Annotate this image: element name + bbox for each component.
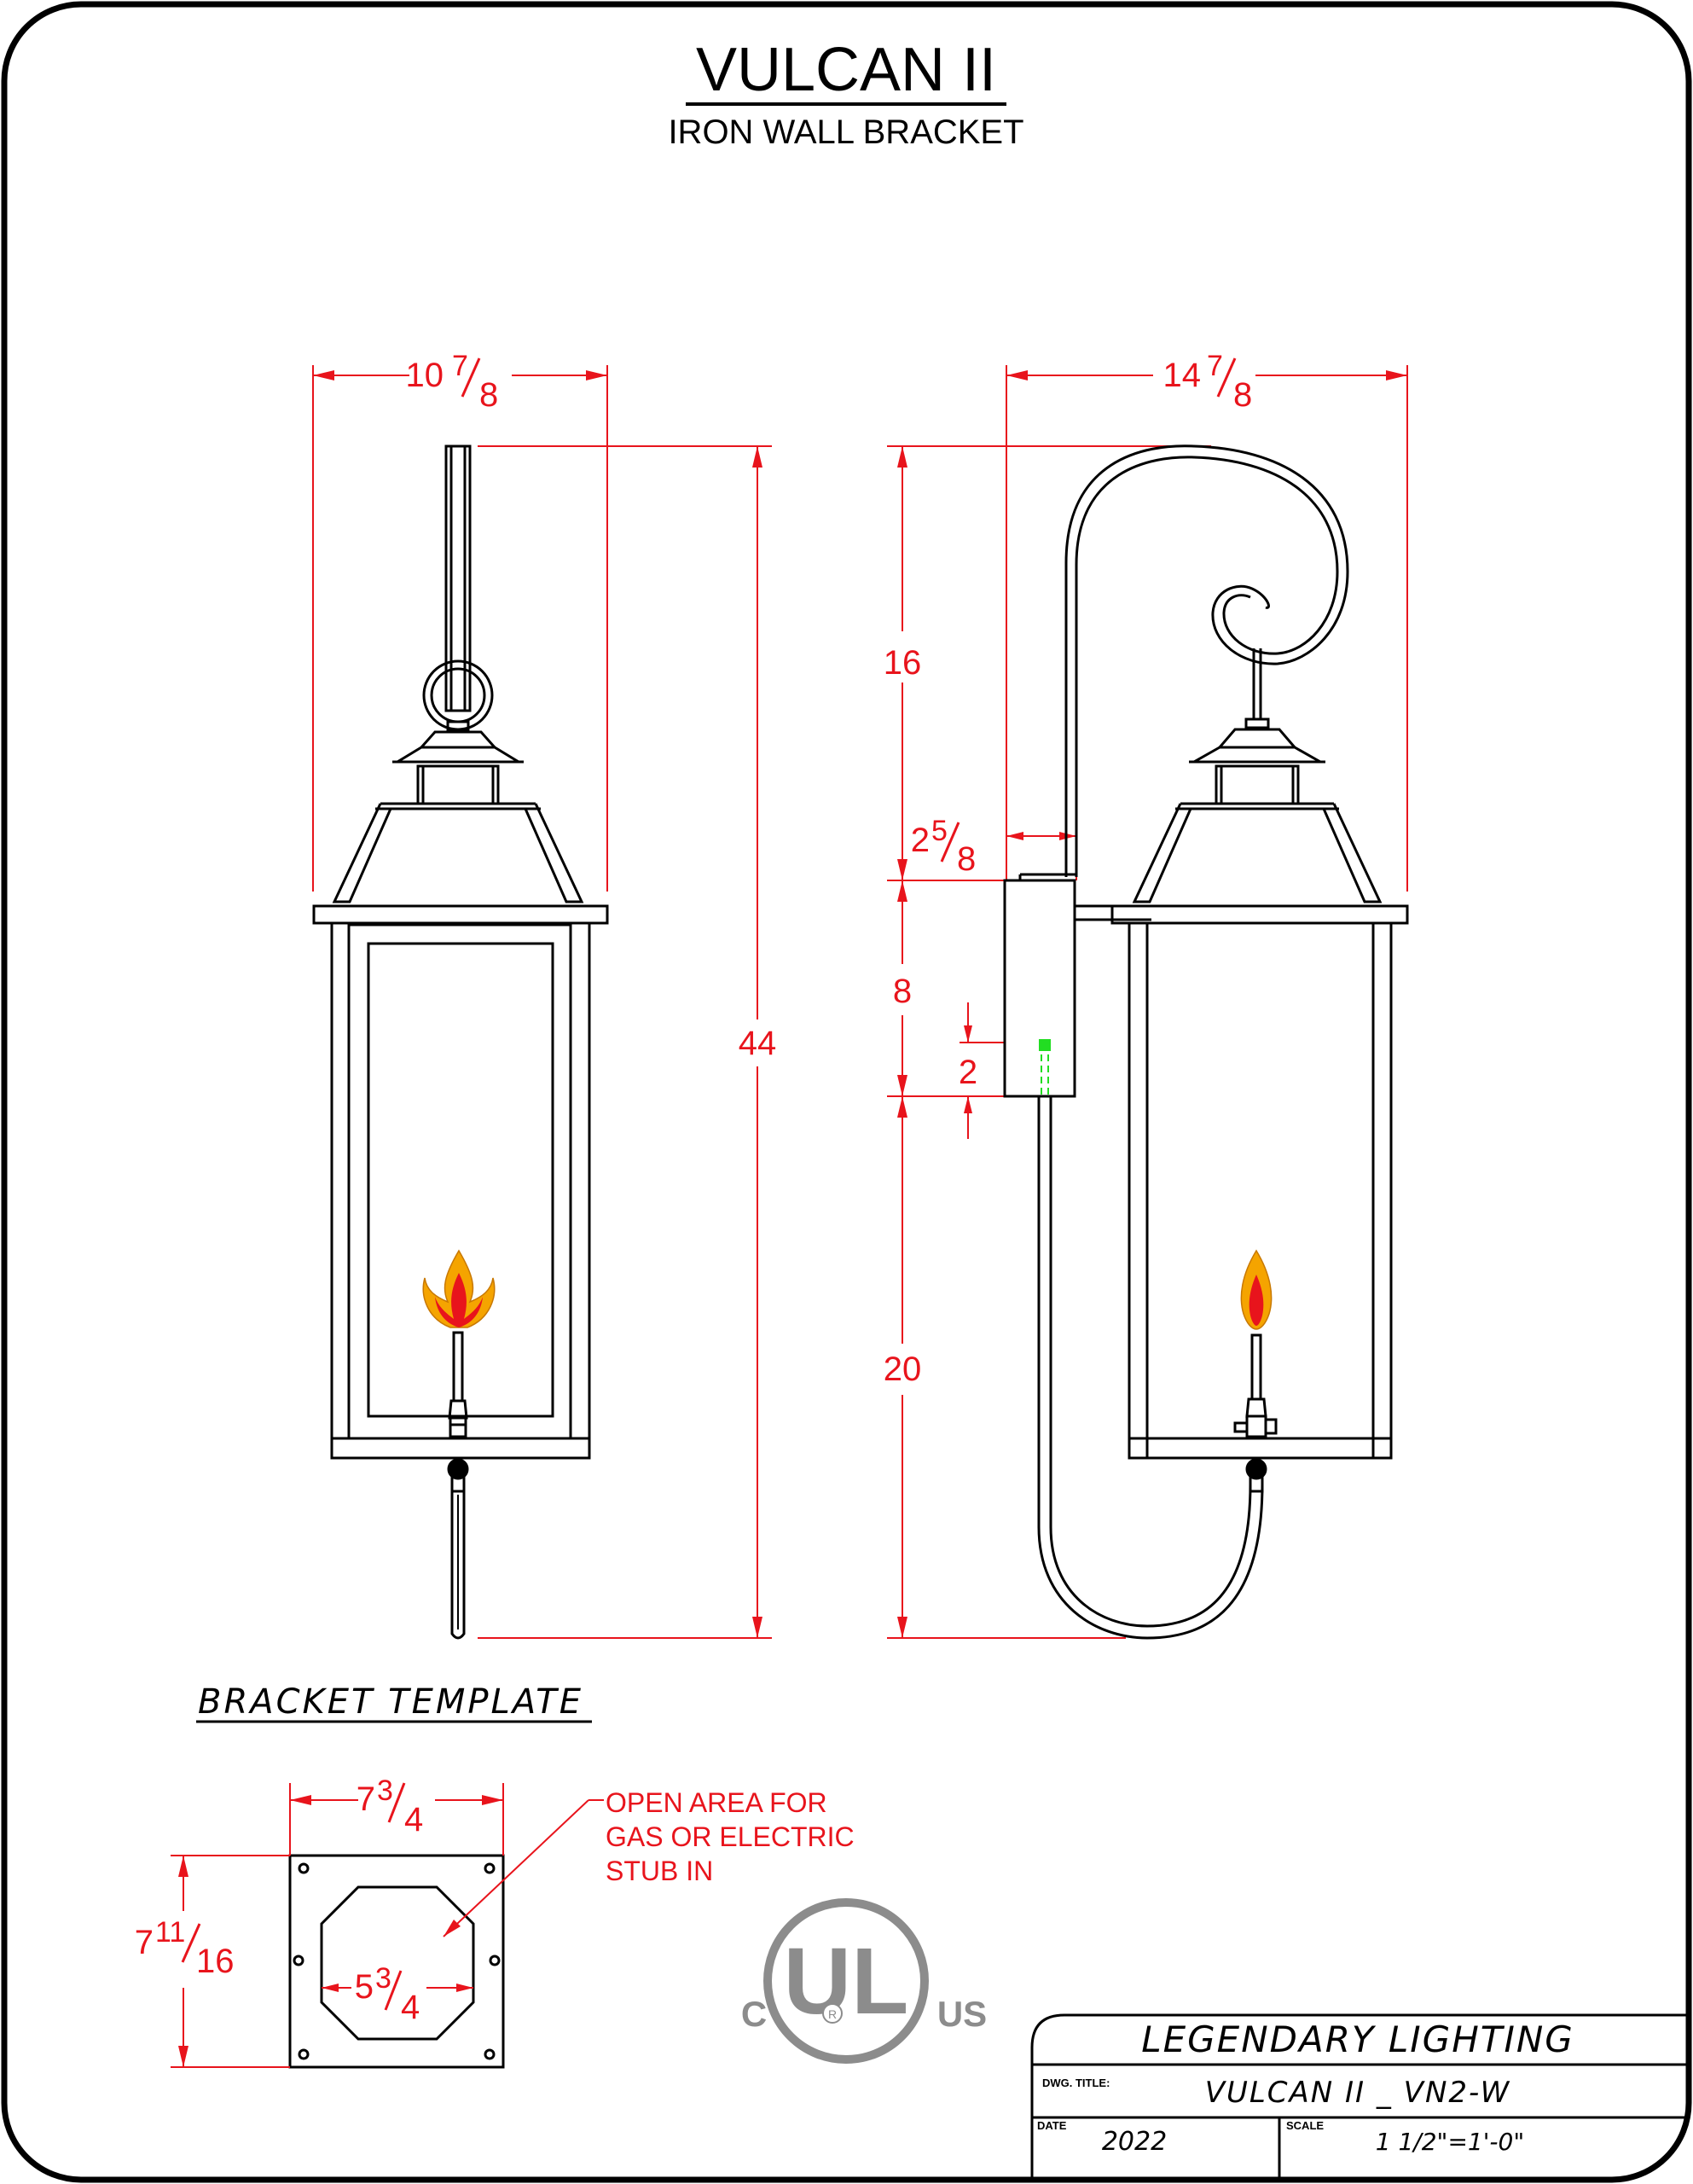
front-flame [422,1249,496,1328]
front-width-dimension [312,365,608,892]
scale-label: SCALE [1286,2119,1324,2132]
front-lantern [312,444,609,1640]
template-width-whole: 7 [357,1780,375,1818]
side-offset-denominator: 8 [957,840,976,878]
template-height-denominator: 16 [196,1943,235,1980]
side-lantern [1110,717,1409,1493]
side-flame [1240,1249,1273,1330]
ul-registered-mark: R [828,2007,837,2021]
side-width-fraction-bar [1216,357,1237,398]
company-name: LEGENDARY LIGHTING [1141,2018,1574,2060]
side-width-whole: 14 [1163,357,1202,394]
ul-c-mark: C [741,1994,767,2034]
template-note-line3: STUB IN [606,1856,713,1886]
date-label: DATE [1037,2119,1067,2132]
template-inner-numerator: 3 [375,1962,391,1995]
template-note-line1: OPEN AREA FOR [606,1787,827,1818]
template-width-numerator: 3 [377,1774,393,1807]
dwg-title-label: DWG. TITLE: [1042,2077,1110,2089]
template-width-denominator: 4 [404,1801,423,1838]
side-mounting-box [1003,873,1151,1098]
side-top-segment-label: 16 [884,644,922,682]
front-height-dimension [478,445,772,1639]
side-width-denominator: 8 [1233,376,1252,414]
front-height-label: 44 [739,1025,777,1062]
bracket-template: BRACKET TEMPLATE [135,1682,855,2069]
front-width-whole: 10 [406,357,444,394]
front-view: 10 7 8 44 [312,350,777,1640]
side-vertical-dimensions [887,445,1211,1639]
template-height-numerator: 11 [155,1916,185,1949]
drawing-title: VULCAN II [696,36,996,104]
title-block: LEGENDARY LIGHTING DWG. TITLE: VULCAN II… [1030,2013,1689,2180]
front-width-denominator: 8 [479,376,498,414]
dwg-title-value: VULCAN II _ VN2-W [1205,2076,1511,2110]
template-height-fraction-bar [181,1923,201,1963]
side-offset-fraction-bar [940,822,960,863]
template-inner-fraction-bar [384,1970,403,2011]
template-inner-whole: 5 [355,1968,374,2006]
side-mid-segment-label: 8 [893,973,912,1010]
side-width-numerator: 7 [1207,350,1223,382]
ul-mark: UL [784,1929,909,2034]
drawing-subtitle: IRON WALL BRACKET [668,113,1023,151]
front-width-numerator: 7 [452,350,468,382]
header: VULCAN II IRON WALL BRACKET [668,36,1023,151]
date-value: 2022 [1102,2127,1167,2157]
side-stub-marker [1039,1039,1051,1051]
side-offset-whole: 2 [911,822,930,859]
template-dimensions [171,1783,604,2068]
front-width-fraction-bar [461,357,481,398]
template-plate [288,1854,505,2069]
template-inner-denominator: 4 [401,1989,420,2026]
side-view: 14 7 8 [884,350,1409,1640]
side-stub-dashes [1041,1054,1049,1096]
template-heading: BRACKET TEMPLATE [198,1682,583,1722]
template-width-fraction-bar [387,1782,406,1823]
ul-certification-logo: UL R C US [741,1898,987,2064]
template-note-line2: GAS OR ELECTRIC [606,1821,855,1852]
side-box-segment-label: 2 [959,1054,977,1091]
side-bracket-scroll [1064,444,1349,877]
template-height-whole: 7 [135,1924,154,1961]
side-width-dimension [1006,365,1408,892]
side-offset-numerator: 5 [931,815,948,847]
scale-value: 1 1/2"=1'-0" [1376,2128,1524,2156]
side-gas-line [1037,1096,1264,1640]
side-bottom-segment-label: 20 [884,1350,922,1388]
ul-us-mark: US [937,1994,987,2034]
